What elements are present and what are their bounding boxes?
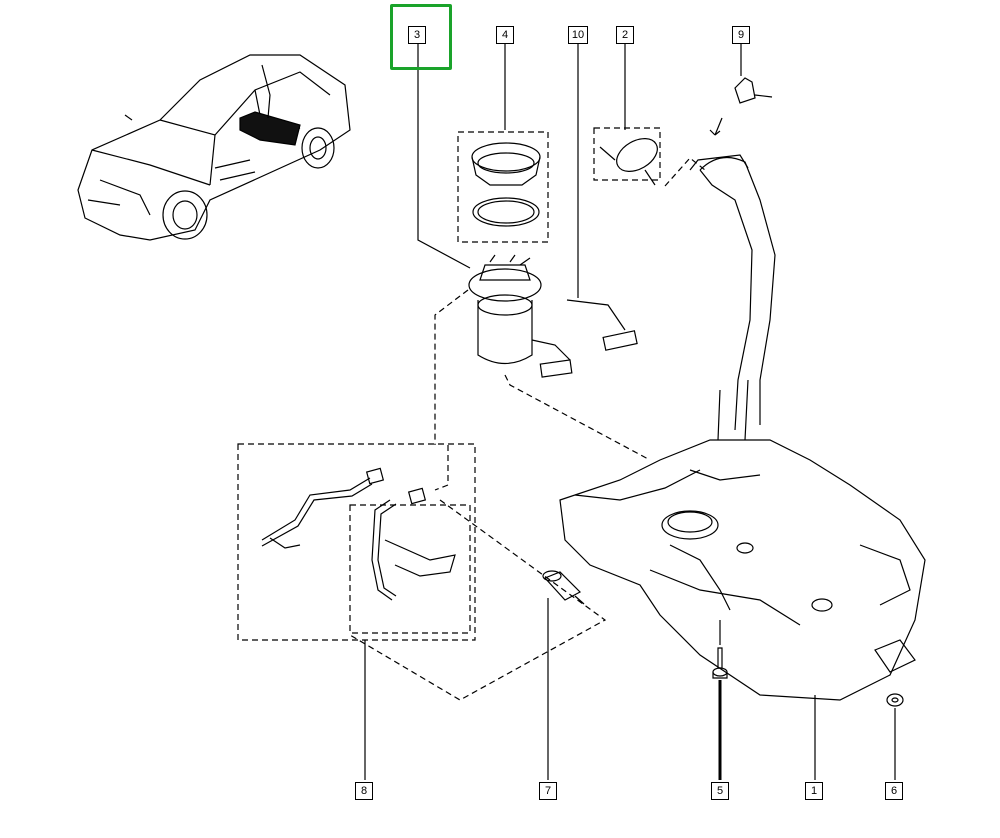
callout-3[interactable]: 3 <box>408 26 426 44</box>
part-1-fuel-tank <box>559 439 926 701</box>
callout-10[interactable]: 10 <box>568 26 588 44</box>
part-8-group-box <box>237 443 476 641</box>
car-illustration <box>77 54 351 241</box>
callout-2[interactable]: 2 <box>616 26 634 44</box>
filler-neck <box>689 154 776 441</box>
part-2-group-box <box>593 127 661 181</box>
callout-1[interactable]: 1 <box>805 782 823 800</box>
part-5-bolt <box>712 647 728 679</box>
leader-lines <box>364 44 896 780</box>
assembly-lines <box>349 157 706 701</box>
selected-part-highlight <box>390 4 452 70</box>
part-10-sensor <box>566 299 638 351</box>
part-8-fuel-lines <box>261 467 456 601</box>
part-7-fuel-filter <box>542 570 585 605</box>
callout-8[interactable]: 8 <box>355 782 373 800</box>
part-6-nut <box>886 693 904 707</box>
callout-6[interactable]: 6 <box>885 782 903 800</box>
callout-9[interactable]: 9 <box>732 26 750 44</box>
car-fuel-system-highlight <box>239 111 301 146</box>
part-8-subgroup-box <box>349 504 471 634</box>
part-9-filler-cap <box>709 77 773 136</box>
part-2-cover <box>599 138 658 186</box>
callout-5[interactable]: 5 <box>711 782 729 800</box>
part-4-lock-ring <box>471 142 541 227</box>
part-4-group-box <box>457 131 549 243</box>
callout-4[interactable]: 4 <box>496 26 514 44</box>
callout-7[interactable]: 7 <box>539 782 557 800</box>
part-3-fuel-pump <box>468 254 573 378</box>
